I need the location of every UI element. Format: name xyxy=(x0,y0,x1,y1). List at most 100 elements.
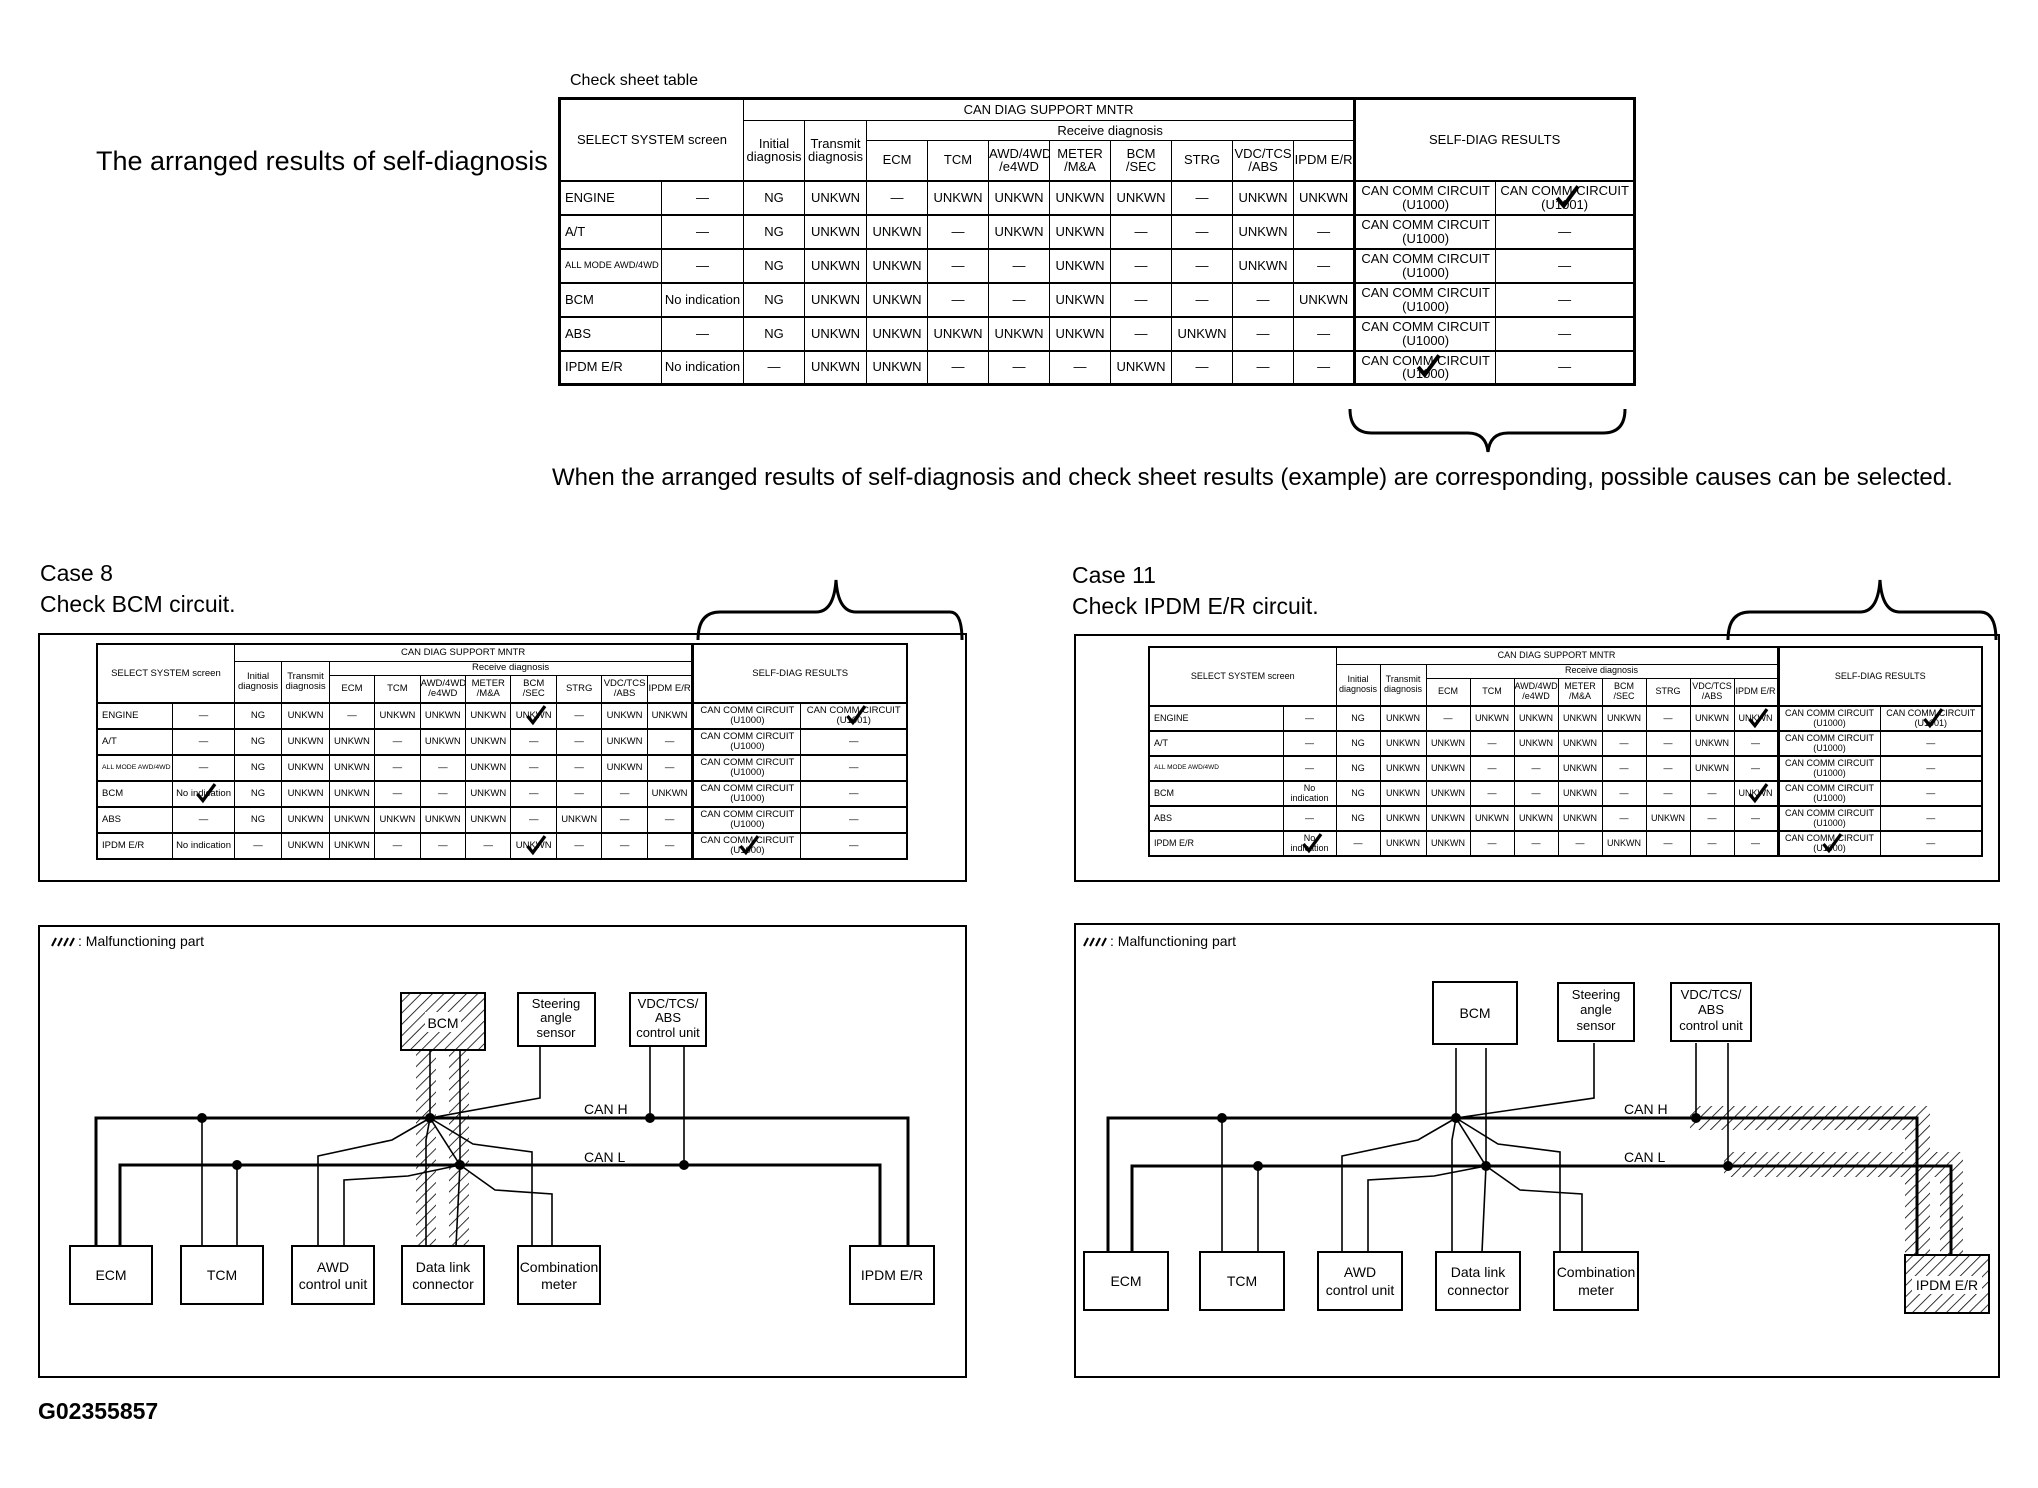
main-cell-strg: — xyxy=(1171,281,1234,317)
main-cell-result1-text: CAN COMM CIRCUIT (U1000) xyxy=(1361,216,1490,246)
main-header-ipdm: IPDM E/R xyxy=(1293,140,1356,181)
case8-cell-vdc-text: UNKWN xyxy=(606,736,643,748)
main-cell-ipdm: — xyxy=(1293,213,1356,249)
main-system-name: ALL MODE AWD/4WD xyxy=(559,247,662,283)
main-cell-tcm-text: — xyxy=(951,223,965,239)
main-cell-meter-text: UNKWN xyxy=(1055,325,1105,341)
case8-cell-initial-text: NG xyxy=(250,736,266,748)
main-cell-strg-text: — xyxy=(1195,223,1209,239)
case8-dlc-box xyxy=(401,1245,485,1305)
main-cell-transmit-text: UNKWN xyxy=(810,291,861,307)
case11-cell-ecm-text: UNKWN xyxy=(1431,812,1465,823)
case11-cell-vdc-text: UNKWN xyxy=(1695,712,1729,723)
main-cell-strg-text: — xyxy=(1195,189,1209,205)
case8-subtitle: Check BCM circuit. xyxy=(40,591,236,617)
main-cell-initial: NG xyxy=(743,213,806,249)
case11-cell-strg: — xyxy=(1645,730,1691,757)
case8-cell-awd-text: UNKWN xyxy=(424,736,461,748)
main-cell-ipdm: UNKWN xyxy=(1293,179,1356,215)
case8-cell-select-text: — xyxy=(198,710,209,722)
main-cell-ipdm-text: — xyxy=(1317,325,1331,341)
case8-cell-ipdm: — xyxy=(646,728,694,756)
case8-cell-awd-text: UNKWN xyxy=(424,814,461,826)
case11-ipdm-label: IPDM E/R xyxy=(1916,1277,1978,1293)
main-cell-strg: — xyxy=(1171,179,1234,215)
main-cell-bcm: UNKWN xyxy=(1110,179,1173,215)
case11-header-ipdm: IPDM E/R xyxy=(1733,677,1779,707)
case8-tcm-label: TCM xyxy=(207,1267,237,1283)
case11-cell-select-text: No indication xyxy=(1290,783,1329,803)
main-cell-ecm-text: UNKWN xyxy=(872,223,922,239)
case11-dlc-label-1: Data link xyxy=(1451,1264,1506,1280)
main-cell-awd-text: UNKWN xyxy=(994,189,1044,205)
case8-ecm-label: ECM xyxy=(95,1267,126,1283)
case8-cell-select: No indication xyxy=(172,832,235,860)
case8-cell-tcm: — xyxy=(374,780,421,808)
case8-vdc-label-3: control unit xyxy=(636,1025,700,1040)
case8-cell-ecm-text: UNKWN xyxy=(334,788,370,800)
case8-cell-meter-text: UNKWN xyxy=(470,788,507,800)
case11-table-frame xyxy=(1074,634,2000,882)
case11-header-vdc: VDC/TCS /ABS xyxy=(1689,677,1735,707)
case11-cell-tcm-text: — xyxy=(1487,737,1497,748)
case11-cell-result1-text: CAN COMM CIRCUIT (U1000) xyxy=(1785,808,1874,828)
main-header-select-system: SELECT SYSTEM screen xyxy=(558,98,745,181)
main-cell-initial: NG xyxy=(743,179,806,215)
case8-cell-awd-text: — xyxy=(438,762,448,774)
main-cell-ecm: — xyxy=(866,179,929,215)
case8-cell-bcm: UNKWN xyxy=(510,832,557,860)
main-cell-meter: UNKWN xyxy=(1049,213,1112,249)
case8-vdc-label-2: ABS xyxy=(655,1010,681,1025)
case11-awd-box xyxy=(1317,1251,1403,1311)
case8-header-bcm: BCM /SEC xyxy=(510,674,557,704)
case8-steering-label-2: angle xyxy=(540,1010,572,1025)
main-cell-vdc-text: — xyxy=(1256,359,1270,375)
case8-cell-initial-text: NG xyxy=(250,814,266,826)
case8-cell-tcm-text: — xyxy=(392,736,403,748)
case11-cell-initial-text: NG xyxy=(1351,762,1365,773)
main-cell-ecm-text: UNKWN xyxy=(872,359,922,375)
case8-header-initial: Initial diagnosis xyxy=(233,660,283,704)
main-cell-ipdm-text: — xyxy=(1317,359,1331,375)
case8-cell-vdc-text: UNKWN xyxy=(606,762,643,774)
main-cell-awd-text: UNKWN xyxy=(994,223,1044,239)
case8-cell-strg-text: UNKWN xyxy=(561,814,598,826)
case8-cell-initial: NG xyxy=(233,806,283,834)
case8-cell-meter-text: UNKWN xyxy=(470,710,507,722)
main-cell-awd-text: — xyxy=(1012,359,1026,375)
case8-malfunction-hatch-2 xyxy=(449,1040,469,1248)
case8-cell-tcm-text: — xyxy=(392,788,403,800)
main-cell-initial-text: NG xyxy=(764,291,784,307)
case8-cell-select: — xyxy=(172,754,235,782)
case8-cell-ecm: UNKWN xyxy=(328,832,376,860)
case8-vdc-box xyxy=(629,992,707,1047)
main-cell-initial: NG xyxy=(743,281,806,317)
main-cell-tcm: — xyxy=(927,247,990,283)
case8-cell-awd: UNKWN xyxy=(419,806,467,834)
figure-id: G02355857 xyxy=(38,1398,159,1424)
case8-cell-strg: — xyxy=(555,780,603,808)
case11-cell-result2-text: — xyxy=(1926,787,1936,798)
case8-cell-transmit-text: UNKWN xyxy=(287,814,324,826)
case8-meter-label-1: Combination xyxy=(520,1259,599,1275)
case11-cell-transmit-text: UNKWN xyxy=(1386,762,1420,773)
case11-cell-strg-text: — xyxy=(1663,787,1673,798)
case8-cell-ecm-text: UNKWN xyxy=(334,762,370,774)
case8-cell-vdc-text: — xyxy=(619,840,630,852)
case11-ecm-box xyxy=(1083,1251,1169,1311)
main-cell-transmit-text: UNKWN xyxy=(810,223,861,239)
case11-cell-meter-text: UNKWN xyxy=(1563,812,1597,823)
main-cell-select-text: — xyxy=(696,257,709,273)
case8-cell-ecm-text: — xyxy=(347,710,357,722)
main-cell-initial-text: NG xyxy=(764,325,784,341)
case8-ecm-box xyxy=(69,1245,153,1305)
case8-cell-initial-text: NG xyxy=(250,762,266,774)
main-cell-transmit-text: UNKWN xyxy=(810,325,861,341)
case11-junctions xyxy=(1217,1113,1733,1171)
case11-cell-awd-text: UNKWN xyxy=(1519,712,1553,723)
case8-header-transmit: Transmit diagnosis xyxy=(281,660,330,704)
case8-header-select-system: SELECT SYSTEM screen xyxy=(96,643,235,704)
